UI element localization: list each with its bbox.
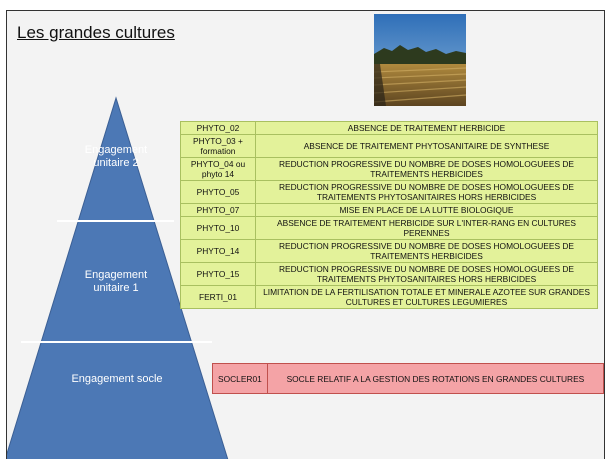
measure-description: ABSENCE DE TRAITEMENT HERBICIDE SUR L'IN…	[255, 216, 598, 240]
measure-description: REDUCTION PROGRESSIVE DU NOMBRE DE DOSES…	[255, 157, 598, 181]
measure-code: PHYTO_14	[180, 239, 256, 263]
measure-code: PHYTO_03 + formation	[180, 134, 256, 158]
table-row: PHYTO_04 ou phyto 14 REDUCTION PROGRESSI…	[180, 157, 598, 181]
table-row: PHYTO_14 REDUCTION PROGRESSIVE DU NOMBRE…	[180, 239, 598, 263]
slide: Les grandes cultures Engageme	[6, 10, 605, 459]
measure-description: MISE EN PLACE DE LA LUTTE BIOLOGIQUE	[255, 203, 598, 217]
measure-description: REDUCTION PROGRESSIVE DU NOMBRE DE DOSES…	[255, 239, 598, 263]
field-photo	[374, 14, 466, 106]
measure-description: ABSENCE DE TRAITEMENT PHYTOSANITAIRE DE …	[255, 134, 598, 158]
socle-table: SOCLER01 SOCLE RELATIF A LA GESTION DES …	[212, 363, 604, 394]
slide-title: Les grandes cultures	[17, 23, 175, 42]
pyramid-shape	[7, 96, 229, 459]
table-row: PHYTO_02 ABSENCE DE TRAITEMENT HERBICIDE	[180, 121, 598, 135]
measures-table: PHYTO_02 ABSENCE DE TRAITEMENT HERBICIDE…	[180, 121, 598, 309]
tier-engagement-unitaire-1: Engagement unitaire 1	[84, 269, 148, 294]
socle-code: SOCLER01	[212, 363, 268, 394]
table-row: SOCLER01 SOCLE RELATIF A LA GESTION DES …	[212, 363, 604, 394]
table-row: FERTI_01 LIMITATION DE LA FERTILISATION …	[180, 285, 598, 309]
measure-code: PHYTO_10	[180, 216, 256, 240]
measure-code: PHYTO_02	[180, 121, 256, 135]
measure-code: FERTI_01	[180, 285, 256, 309]
tier-engagement-socle: Engagement socle	[71, 373, 163, 385]
table-row: PHYTO_03 + formation ABSENCE DE TRAITEME…	[180, 134, 598, 158]
measure-description: REDUCTION PROGRESSIVE DU NOMBRE DE DOSES…	[255, 262, 598, 286]
table-row: PHYTO_07 MISE EN PLACE DE LA LUTTE BIOLO…	[180, 203, 598, 217]
measure-description: LIMITATION DE LA FERTILISATION TOTALE ET…	[255, 285, 598, 309]
tier-engagement-unitaire-2: Engagement unitaire 2	[84, 144, 148, 169]
measure-description: REDUCTION PROGRESSIVE DU NOMBRE DE DOSES…	[255, 180, 598, 204]
measure-code: PHYTO_07	[180, 203, 256, 217]
measure-description: ABSENCE DE TRAITEMENT HERBICIDE	[255, 121, 598, 135]
engagement-pyramid	[7, 96, 229, 459]
measure-code: PHYTO_05	[180, 180, 256, 204]
socle-description: SOCLE RELATIF A LA GESTION DES ROTATIONS…	[266, 363, 604, 394]
table-row: PHYTO_15 REDUCTION PROGRESSIVE DU NOMBRE…	[180, 262, 598, 286]
table-row: PHYTO_10 ABSENCE DE TRAITEMENT HERBICIDE…	[180, 216, 598, 240]
measure-code: PHYTO_15	[180, 262, 256, 286]
measure-code: PHYTO_04 ou phyto 14	[180, 157, 256, 181]
table-row: PHYTO_05 REDUCTION PROGRESSIVE DU NOMBRE…	[180, 180, 598, 204]
